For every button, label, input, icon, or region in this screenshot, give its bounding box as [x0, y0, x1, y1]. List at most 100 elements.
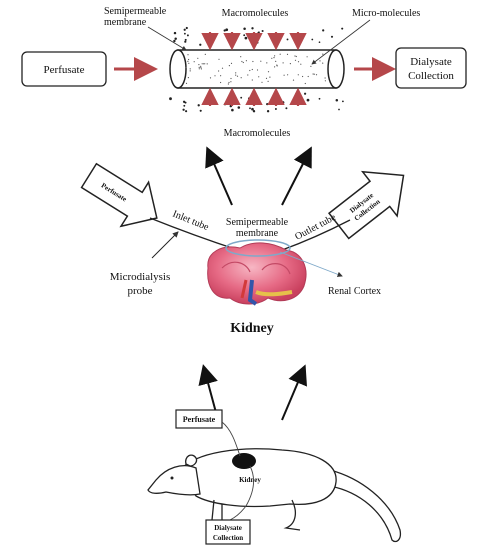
micro-molecule-dot	[227, 83, 229, 85]
molecule-dot	[243, 27, 246, 30]
molecule-dot	[225, 28, 229, 32]
molecule-dot	[338, 108, 340, 111]
bottom-panel: Perfusate Kidney Dialysate Collection	[147, 409, 402, 545]
micro-molecule-dot	[240, 77, 242, 79]
semipermeable-label-line2: membrane	[104, 17, 147, 28]
micro-molecule-dot	[324, 80, 326, 82]
molecule-dot	[256, 32, 259, 35]
kidney-title: Kidney	[230, 321, 274, 336]
zoom-arrow-right-bottom	[281, 364, 307, 421]
molecule-dot	[233, 33, 237, 36]
micro-molecule-dot	[187, 77, 189, 79]
semipermeable-label-line1: Semipermeable	[104, 6, 167, 17]
micro-molecule-dot	[249, 69, 251, 72]
micro-molecule-dot	[310, 65, 312, 67]
micro-molecule-dot	[240, 56, 242, 58]
micro-molecule-dot	[198, 64, 200, 66]
micro-molecule-dot	[294, 55, 296, 57]
micro-molecule-dot	[319, 60, 321, 62]
molecule-dot	[184, 101, 187, 104]
micro-molecules-label: Micro-molecules	[352, 8, 420, 19]
molecule-dot	[318, 97, 321, 100]
micro-molecule-dot	[269, 76, 271, 78]
outlet-tube	[281, 219, 351, 251]
micro-molecule-dot	[283, 74, 285, 76]
molecule-dot	[243, 34, 246, 37]
micro-molecule-dot	[204, 53, 206, 56]
renal-vein	[247, 279, 258, 306]
micro-molecule-dot	[241, 60, 243, 63]
middle-panel: Perfusate Dialysate Collection Inlet tub…	[80, 162, 405, 336]
micro-molecule-dot	[304, 82, 306, 85]
micro-molecule-dot	[187, 60, 189, 63]
molecule-dot	[285, 107, 288, 110]
micro-molecule-dot	[188, 58, 190, 61]
micro-molecule-dot	[189, 70, 191, 72]
molecule-dot	[251, 107, 254, 111]
micro-molecule-dot	[313, 73, 315, 75]
molecule-dot	[185, 26, 188, 30]
micro-molecule-dot	[203, 63, 205, 65]
micro-molecule-dot	[235, 74, 237, 76]
micro-molecule-dot	[273, 57, 275, 59]
micro-molecule-dot	[315, 74, 318, 76]
micro-molecule-dot	[185, 82, 188, 84]
molecule-dot	[182, 108, 185, 111]
molecule-dot	[184, 40, 187, 43]
molecule-dot	[250, 34, 252, 37]
molecule-dot	[228, 39, 231, 43]
micro-molecule-dot	[218, 70, 220, 72]
molecule-dot	[304, 92, 307, 95]
perfusate-box	[21, 51, 107, 87]
rat-outlet-line	[229, 465, 254, 521]
rat-perfusate-box	[175, 409, 223, 429]
molecule-dot	[274, 108, 277, 110]
micro-molecule-dot	[292, 79, 295, 81]
rat-perfusate-label: Perfusate	[183, 415, 216, 424]
molecule-dot	[174, 37, 177, 40]
molecule-dot	[185, 110, 188, 113]
molecule-dot	[231, 108, 234, 112]
micro-molecule-dot	[218, 58, 220, 60]
micro-molecule-dot	[228, 81, 230, 84]
molecule-dot	[199, 109, 202, 112]
molecule-dot	[183, 32, 186, 35]
micro-molecule-dot	[274, 66, 276, 68]
micro-molecule-dot	[297, 61, 300, 63]
molecule-dot	[281, 101, 285, 104]
membrane-label-line1: Semipermeable	[226, 217, 289, 228]
probe-label-line2: probe	[127, 285, 152, 297]
micro-molecule-dot	[271, 57, 273, 59]
micro-molecule-dot	[220, 81, 222, 84]
molecule-dot	[261, 29, 264, 33]
micro-molecule-dot	[274, 55, 276, 57]
micro-molecule-dot	[260, 60, 262, 62]
micro-molecule-dot	[282, 62, 284, 64]
micro-molecule-dot	[185, 66, 187, 69]
rat-kidney-blob	[232, 453, 256, 469]
molecule-dot	[247, 97, 251, 100]
molecule-dot	[311, 38, 314, 41]
probe-pointer	[151, 231, 179, 259]
micro-molecule-dot	[228, 65, 230, 67]
rat-dialysate-box	[205, 519, 251, 545]
micro-molecule-dot	[242, 61, 244, 64]
micro-molecule-dot	[201, 63, 203, 65]
renal-artery	[240, 279, 248, 299]
molecule-dot	[341, 27, 344, 30]
micro-molecule-dot	[200, 67, 202, 69]
micro-molecule-dot	[289, 63, 291, 65]
micro-molecule-dot	[214, 75, 216, 77]
micro-molecule-dot	[266, 62, 268, 64]
membrane-tube	[169, 49, 345, 89]
micro-molecule-dot	[198, 68, 200, 70]
micro-molecule-dot	[267, 80, 269, 82]
micro-molecule-dot	[267, 71, 270, 73]
micro-molecule-dot	[265, 77, 268, 79]
micro-molecule-dot	[198, 66, 200, 68]
micro-molecule-dot	[209, 77, 212, 79]
molecule-dot	[186, 34, 189, 37]
molecule-dot	[237, 106, 241, 109]
rat-illustration	[147, 448, 402, 543]
micro-molecule-dot	[197, 57, 199, 59]
